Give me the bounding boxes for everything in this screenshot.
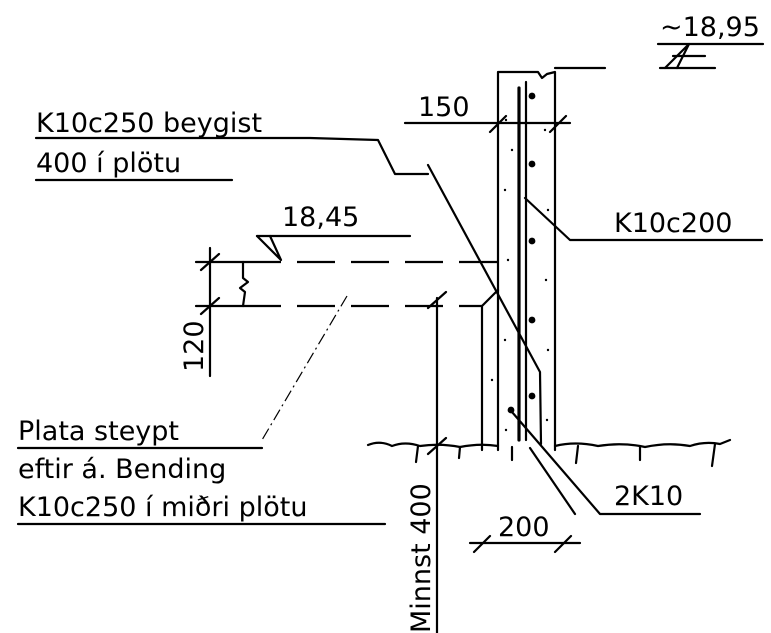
footing-width-dimension — [468, 534, 582, 554]
footing-step — [480, 288, 500, 452]
footing-width-label: 200 — [498, 512, 550, 543]
bent-bar-label-line1: K10c250 beygist — [36, 108, 262, 139]
bent-bar-leader — [34, 136, 430, 176]
note-line3: K10c250 í miðri plötu — [18, 492, 307, 523]
wall-outline — [496, 70, 557, 452]
top-elevation-label: ~18,95 — [660, 12, 760, 43]
wall-thickness-label: 150 — [418, 92, 470, 123]
wall-thickness-dimension — [403, 114, 572, 134]
note-line2: eftir á. Bending — [18, 454, 226, 485]
ground-hatch — [414, 442, 717, 468]
bent-bar — [426, 163, 543, 446]
bent-bar-label-line2: 400 í plötu — [36, 148, 181, 179]
vertical-bars-label: K10c200 — [614, 208, 732, 239]
bottom-bars-leader — [510, 410, 702, 516]
note-line1: Plata steypt — [18, 416, 179, 447]
min-depth-label: Minnst 400 — [406, 483, 437, 633]
rebar-dots — [490, 92, 550, 432]
slab-elevation-label: 18,45 — [282, 202, 359, 233]
vertical-bars-leader — [523, 196, 764, 242]
ground-line — [366, 438, 732, 449]
slab-thickness-label: 120 — [179, 320, 210, 372]
note-leader — [261, 295, 348, 441]
slab-thickness-dimension — [194, 246, 245, 378]
top-elevation-marker — [553, 42, 765, 70]
min-depth-dimension — [426, 290, 448, 633]
slab-break-symbol — [238, 260, 250, 308]
bottom-bars-label: 2K10 — [614, 481, 683, 512]
slab-elevation-marker — [255, 234, 412, 262]
bottom-bars-leader-2 — [528, 446, 577, 516]
